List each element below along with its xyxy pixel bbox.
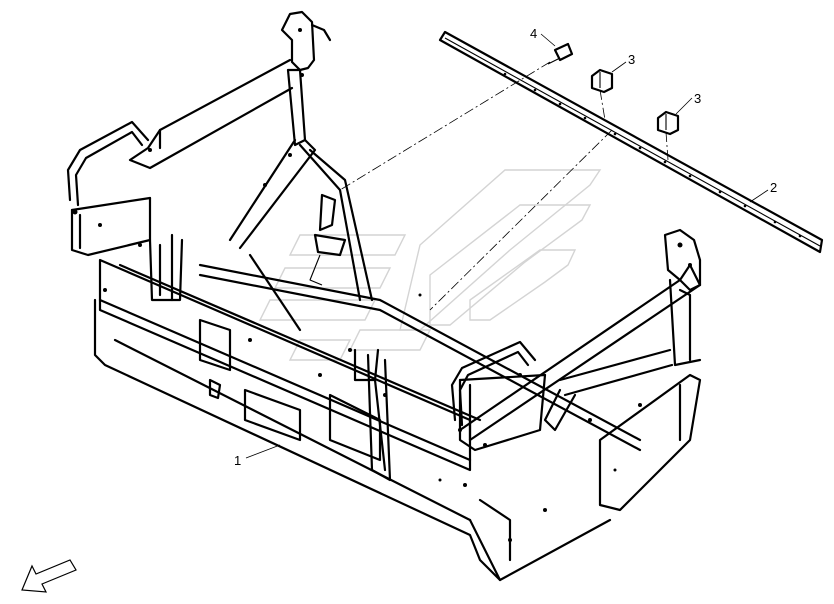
callout-3-upper: 3 <box>628 52 635 67</box>
rod-holes <box>503 72 802 238</box>
callout-4: 4 <box>530 26 537 41</box>
rod-part <box>438 30 824 254</box>
callout-1: 1 <box>234 453 241 468</box>
assembly-lines <box>339 61 669 311</box>
clamp-part <box>590 68 680 136</box>
leader-lines <box>245 33 769 459</box>
main-frame <box>66 10 702 582</box>
direction-arrow-icon <box>21 559 77 593</box>
frame-holes <box>72 28 692 542</box>
callout-2: 2 <box>770 180 777 195</box>
callout-3-lower: 3 <box>694 91 701 106</box>
bolt-part <box>547 42 574 65</box>
callout-labels: 1 2 3 3 4 <box>234 26 777 468</box>
watermark-logo <box>258 169 602 361</box>
